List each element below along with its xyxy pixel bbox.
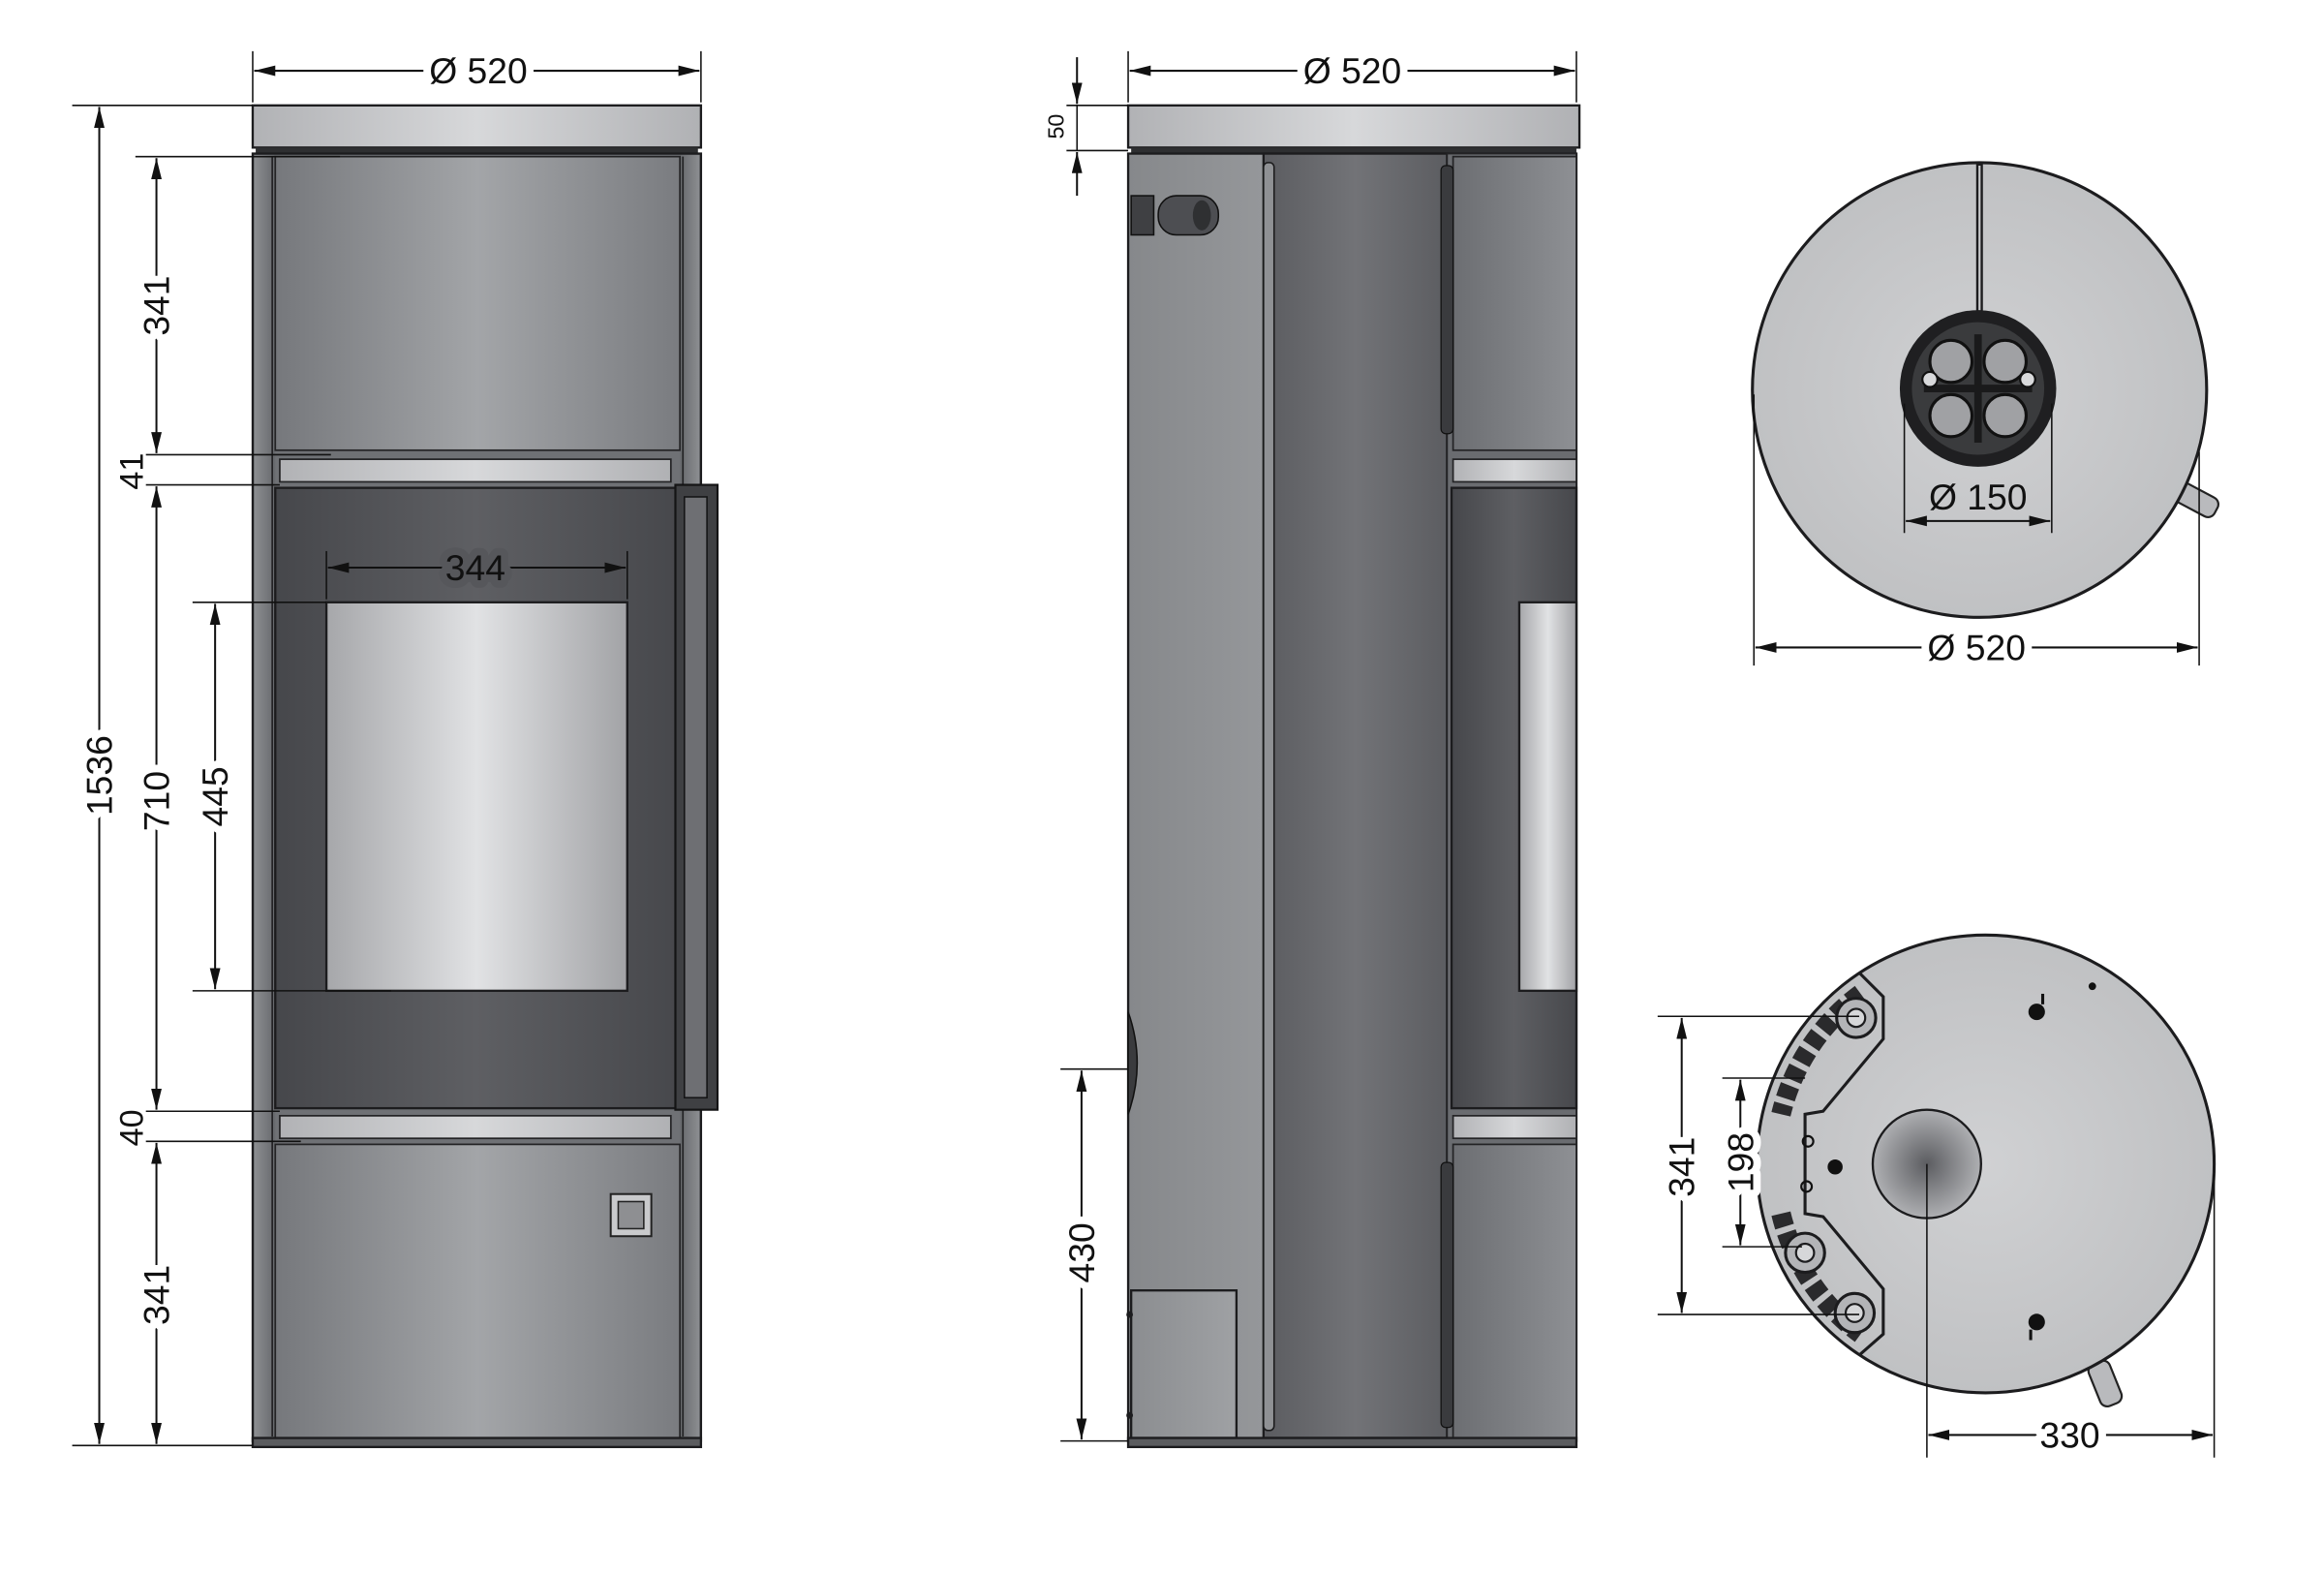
mounting-bracket: [1803, 972, 1885, 1357]
ring-inner: [1846, 1007, 1867, 1029]
flue-screw: [1921, 370, 1939, 388]
left-side-strip: [254, 155, 276, 1438]
dim-lower-band: 40: [114, 1109, 301, 1146]
dim-label-glass-width: 344: [445, 547, 505, 588]
upper-band: [1452, 458, 1577, 483]
bottom-view: 341 198 330: [1654, 933, 2217, 1463]
front-view: Ø 520 1536 341 41 710 445: [72, 43, 719, 1449]
ash-door-knob: [609, 1192, 653, 1238]
lower-band: [1452, 1115, 1577, 1140]
mounting-hole: [1827, 1158, 1843, 1175]
dim-bracket-outer: 341: [1654, 1015, 1859, 1315]
foot-hole: [2028, 1004, 2045, 1021]
base: [251, 1436, 703, 1449]
dim-flue-diameter: Ø 150: [1903, 403, 2053, 534]
top-plate-shadow: [256, 147, 698, 154]
dim-label-lower-band: 40: [114, 1109, 151, 1146]
dim-air-inlet-height: 430: [1054, 1067, 1129, 1442]
grille-upper: [1771, 985, 1867, 1117]
mounting-hole: [1801, 1134, 1815, 1148]
dim-label-lower-panel: 341: [137, 1265, 177, 1325]
top-view: Ø 150 Ø 520: [1751, 161, 2219, 675]
lower-panel: [274, 1143, 681, 1439]
top-plate: [251, 104, 703, 149]
dim-label-total-height: 1536: [79, 735, 120, 816]
upper-panel: [1452, 155, 1577, 451]
dim-total-height: 1536: [72, 105, 253, 1447]
dim-label-glass-height: 445: [195, 766, 235, 826]
center-panel-edge-bar: [1263, 162, 1275, 1432]
dim-upper-panel: 341: [129, 155, 341, 456]
mounting-hole: [1800, 1180, 1814, 1193]
dim-upper-band: 41: [114, 453, 280, 490]
dim-label-top-plate: 50: [1043, 114, 1068, 139]
foot-mark: [1126, 1411, 1134, 1419]
knob-inner: [617, 1200, 645, 1230]
dim-label-inlet-to-edge: 330: [2039, 1414, 2099, 1455]
dim-label-front-diameter: Ø 520: [429, 50, 528, 91]
flue-screw: [2019, 370, 2036, 388]
foot-mark: [1126, 1311, 1134, 1318]
dim-label-flue-diameter: Ø 150: [1929, 477, 2028, 517]
base: [1126, 1436, 1578, 1449]
flue-collar: [1899, 310, 2057, 467]
dim-label-bracket-outer: 341: [1662, 1137, 1702, 1197]
dim-label-upper-panel: 341: [137, 275, 177, 335]
ring-inner: [1794, 1242, 1816, 1263]
top-plate: [1126, 104, 1581, 149]
dim-label-top-diameter: Ø 520: [1927, 627, 2026, 667]
bottom-disc: [1755, 933, 2217, 1395]
latch-bar-lower: [1440, 1161, 1454, 1429]
dim-top-plate: 50: [1043, 57, 1129, 197]
door-glass: [324, 601, 628, 993]
knob-end: [1192, 200, 1211, 231]
lower-panel: [1452, 1143, 1577, 1439]
dim-label-upper-band: 41: [114, 453, 151, 490]
ring-inner: [1844, 1303, 1865, 1323]
bracket-ring: [1784, 1231, 1826, 1275]
dim-front-diameter: Ø 520: [252, 43, 702, 103]
upper-panel: [274, 155, 681, 451]
side-view: Ø 520 50 430: [1043, 43, 1581, 1449]
flue-lobe: [1982, 338, 2028, 385]
flue-lobe: [1982, 392, 2028, 439]
dim-bracket-inner: 198: [1713, 1077, 1806, 1248]
dim-side-diameter: Ø 520: [1127, 43, 1577, 103]
foot-hole: [2028, 1313, 2045, 1331]
center-panel: [1262, 152, 1449, 1439]
dim-door-height: 710: [129, 486, 184, 1110]
latch-bar-upper: [1440, 165, 1454, 435]
bracket-ring: [1833, 1291, 1877, 1335]
bracket-ring: [1835, 997, 1878, 1039]
dim-label-door-height: 710: [137, 771, 177, 831]
dim-lower-panel: 341: [129, 1142, 184, 1444]
door-glass: [1517, 601, 1578, 993]
top-plate-shadow: [1131, 147, 1576, 154]
dim-inlet-to-edge: 330: [1926, 1163, 2216, 1463]
knob-base: [1130, 195, 1155, 236]
flue-knob: [1130, 195, 1220, 236]
dim-label-side-diameter: Ø 520: [1303, 50, 1402, 91]
dim-glass-height: 445: [187, 602, 391, 992]
door-handle: [674, 483, 719, 1111]
air-inlet-box: [1129, 1289, 1238, 1439]
dim-label-bracket-inner: 198: [1720, 1132, 1760, 1192]
dim-label-air-inlet-height: 430: [1061, 1222, 1102, 1282]
flue-lobe: [1928, 338, 1974, 385]
door-handle-bar: [684, 496, 708, 1099]
air-inlet-bulge: [1127, 1011, 1139, 1115]
dim-glass-width: 344: [325, 540, 628, 600]
upper-band: [279, 458, 672, 483]
flue-lobe: [1928, 392, 1974, 439]
small-hole: [2088, 982, 2096, 991]
lower-band: [279, 1115, 672, 1140]
dim-top-diameter: Ø 520: [1753, 394, 2200, 675]
